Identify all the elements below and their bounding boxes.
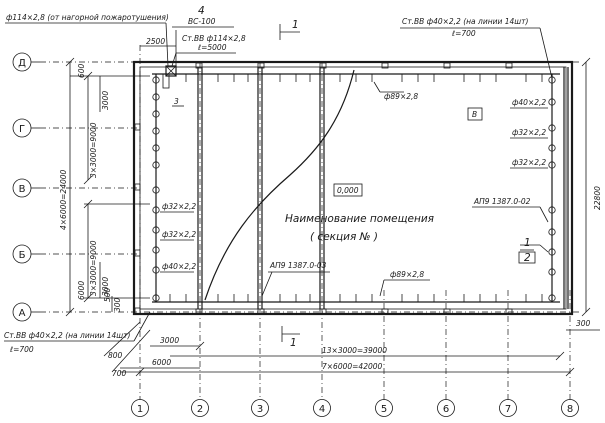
dim-left-upper: 3×3000=9000: [89, 122, 98, 178]
note-rod-top1: Ст.ВВ ф114×2,8: [182, 34, 246, 43]
axis-number-5: 5: [381, 404, 387, 415]
callout-p2: ф40×2,2: [512, 98, 546, 107]
marker-b-box: [467, 107, 483, 121]
axis-number-6: 6: [443, 404, 449, 415]
note-vs: ВС-100: [188, 17, 216, 26]
axis-number-markers: [131, 399, 579, 417]
axis-letter-g: Г: [19, 124, 25, 135]
callout-p3: ф32×2,2: [512, 128, 546, 137]
dim-bottom-span7: 7×6000=42000: [322, 362, 383, 371]
section-marker-bottom: [281, 326, 300, 342]
left-vertical-pipe: [134, 74, 160, 315]
callout-p8: ф89×2,8: [390, 270, 424, 279]
callout-p7: ф40×2,2: [162, 262, 196, 271]
bottom-left-rod2: ℓ=700: [9, 345, 34, 354]
section-bottom: 1: [290, 337, 297, 349]
axis-number-1: 1: [137, 404, 143, 415]
dim-left-top-small: 600: [77, 63, 86, 78]
note-right-rod2: ℓ=700: [451, 29, 476, 38]
note-dim-2500: 2500: [146, 37, 165, 46]
fraction-bottom-box: [518, 251, 536, 264]
callout-p5: ф32×2,2: [162, 202, 196, 211]
bottom-left-rod1: Ст.ВВ ф40×2,2 (на линии 14шт): [4, 331, 131, 340]
break-line: [204, 69, 355, 301]
note-pipe-left: ф114×2,8 (от нагорной пожаротушения): [6, 13, 169, 22]
axis-letter-a: А: [19, 308, 26, 319]
callout-p1: ф89×2,8: [384, 92, 418, 101]
dim-bottom-800: 800: [108, 351, 123, 360]
dim-bottom-700: 700: [112, 369, 127, 378]
marker-b: В: [472, 110, 477, 119]
right-dimension-lines: [566, 57, 600, 331]
axis-number-4: 4: [319, 404, 325, 415]
dim-left-lower: 3×3000=9000: [89, 240, 98, 296]
marker-3: 3: [174, 97, 179, 106]
bottom-dimension-lines: [103, 321, 575, 377]
dim-left-total: 4×6000=24000: [59, 169, 68, 230]
axis-number-8: 8: [567, 404, 573, 415]
note-rod-top2: ℓ=5000: [197, 43, 227, 52]
room-name: Наименование помещения: [285, 213, 434, 225]
room-level: 0,000: [337, 186, 359, 195]
fraction-bottom: 2: [524, 252, 531, 264]
dim-bottom-3000: 3000: [160, 336, 179, 345]
axis-letter-markers: [12, 52, 40, 322]
note-right-rod1: Ст.ВВ ф40×2,2 (на линии 14шт): [402, 17, 529, 26]
dim-right-bottom: 300: [576, 319, 591, 328]
bottom-left-note-leader: [133, 311, 151, 342]
dim-bottom-span13: 13×3000=39000: [322, 346, 387, 355]
callout-p4: ф32×2,2: [512, 158, 546, 167]
axis-letter-b: Б: [19, 250, 26, 261]
axis-number-3: 3: [257, 404, 263, 415]
dim-left-small2: 300: [113, 297, 122, 312]
dim-left-small1: 500: [103, 287, 112, 302]
riser-valve: [162, 65, 177, 89]
top-annotation-lines: [5, 22, 553, 79]
callout-lines: [160, 81, 549, 297]
bottom-pipe-line: [152, 294, 560, 315]
axis-letter-d: Д: [18, 58, 26, 69]
note-marker-4: 4: [198, 5, 205, 17]
axis-number-2: 2: [197, 404, 203, 415]
axis-letter-v: В: [19, 184, 26, 195]
callout-p6: ф32×2,2: [162, 230, 196, 239]
right-vertical-pipe: [548, 74, 556, 302]
fraction-top: 1: [524, 237, 531, 249]
room-level-box: [333, 183, 363, 197]
room-section: ( секция № ): [310, 231, 378, 243]
dim-left-upper-sub: 3000: [101, 91, 110, 110]
note-section-arrow: 1: [292, 19, 299, 31]
top-pipe-line: [152, 62, 560, 82]
dim-left-mid-small: 6000: [77, 281, 86, 300]
left-dimension-lines: [65, 57, 150, 317]
dim-left-lower-sub: 3000: [101, 277, 110, 296]
callout-ap1: АП9 1387.0-03: [269, 261, 327, 270]
callout-ap2: АП9 1387.0-02: [473, 197, 531, 206]
dim-right-total: 22800: [593, 186, 602, 210]
axis-number-7: 7: [505, 404, 511, 415]
dim-bottom-6000: 6000: [152, 358, 171, 367]
columns: [197, 67, 569, 309]
